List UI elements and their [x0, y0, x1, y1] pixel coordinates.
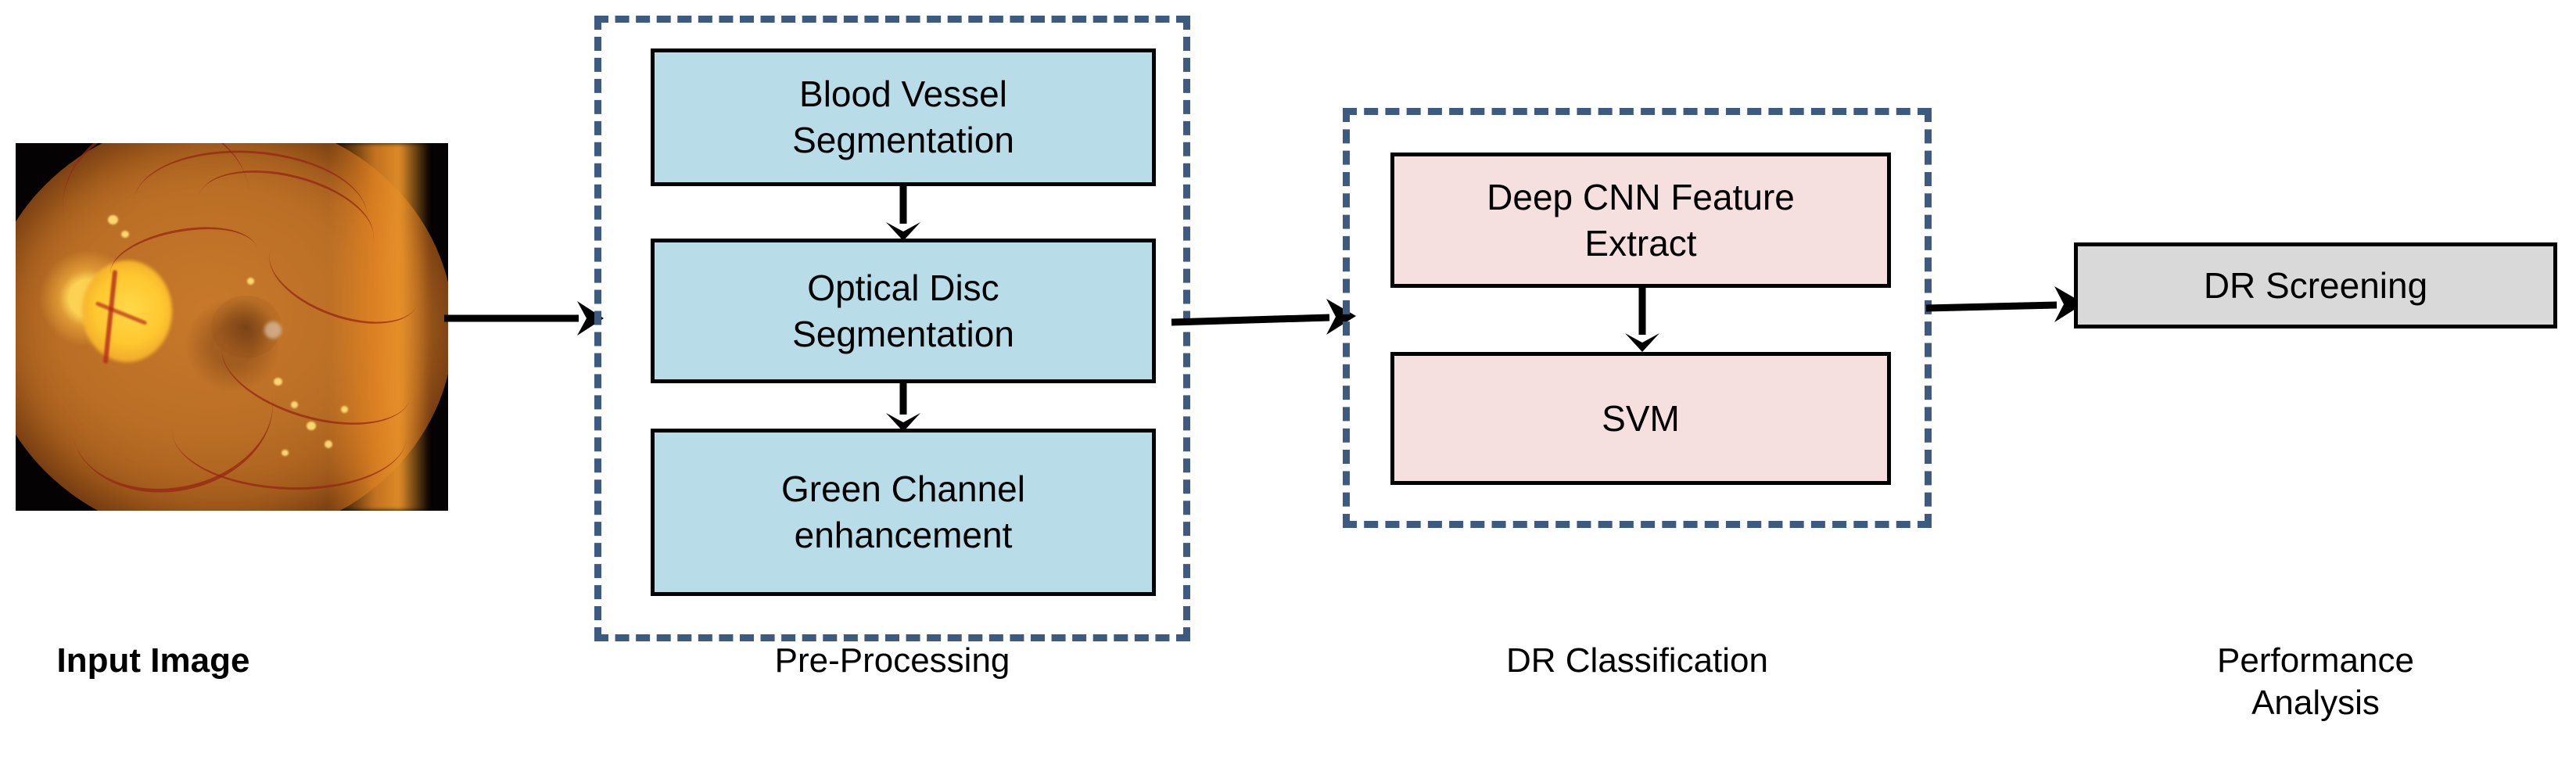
exudate-6 — [307, 422, 316, 430]
node-label-line2: Segmentation — [792, 313, 1014, 354]
node-label-line2: Segmentation — [792, 120, 1014, 160]
node-label: Optical Disc Segmentation — [792, 265, 1014, 357]
node-label: Green Channel enhancement — [781, 466, 1025, 558]
node-label-line1: Deep CNN Feature — [1487, 176, 1795, 217]
node-label: SVM — [1602, 397, 1680, 439]
retinal-fundus-image — [16, 143, 448, 511]
node-label-line1: Blood Vessel — [799, 74, 1007, 115]
arrow-optical-disc-to-green-channel — [886, 383, 920, 432]
arrow-classification-to-output — [1925, 286, 2084, 322]
caption-input-image: Input Image — [56, 641, 250, 680]
arrow-preprocessing-to-classification — [1171, 299, 1356, 335]
node-label: Blood Vessel Segmentation — [792, 71, 1014, 163]
exudate-1 — [108, 215, 118, 224]
node-blood-vessel-segmentation[interactable]: Blood Vessel Segmentation — [651, 48, 1156, 186]
macula-reflex — [264, 321, 282, 339]
group-pre-processing — [594, 16, 1190, 641]
node-label-line1: Green Channel — [781, 468, 1025, 510]
node-label: Deep CNN Feature Extract — [1487, 174, 1795, 267]
exudate-2 — [121, 231, 129, 238]
exudate-7 — [325, 440, 332, 448]
node-label-line2: Extract — [1584, 222, 1697, 264]
node-label-line1: Optical Disc — [807, 267, 999, 308]
arrow-cnn-to-svm — [1625, 288, 1659, 352]
exudate-4 — [274, 378, 282, 386]
caption-performance-analysis: Performance Analysis — [2074, 640, 2557, 723]
caption-pre-processing: Pre-Processing — [774, 641, 1010, 680]
node-green-channel-enhancement[interactable]: Green Channel enhancement — [651, 429, 1156, 596]
caption-line1: Performance — [2217, 641, 2414, 680]
arrow-input-to-preprocessing — [444, 301, 604, 336]
node-deep-cnn-feature-extract[interactable]: Deep CNN Feature Extract — [1390, 153, 1891, 288]
node-svm[interactable]: SVM — [1390, 352, 1891, 485]
exudate-9 — [341, 406, 348, 413]
node-label-line2: enhancement — [794, 515, 1013, 555]
node-label: DR Screening — [2203, 264, 2428, 306]
group-dr-classification — [1343, 108, 1932, 528]
arrow-blood-vessel-to-optical-disc — [886, 186, 920, 241]
caption-line2: Analysis — [2251, 683, 2380, 722]
exudate-8 — [282, 450, 289, 456]
optic-disc — [82, 260, 172, 362]
node-optical-disc-segmentation[interactable]: Optical Disc Segmentation — [651, 239, 1156, 383]
fundus-bright-rim — [328, 143, 430, 511]
exudate-5 — [291, 401, 298, 408]
exudate-3 — [247, 278, 254, 285]
caption-dr-classification: DR Classification — [1506, 641, 1768, 680]
node-dr-screening[interactable]: DR Screening — [2074, 242, 2557, 328]
